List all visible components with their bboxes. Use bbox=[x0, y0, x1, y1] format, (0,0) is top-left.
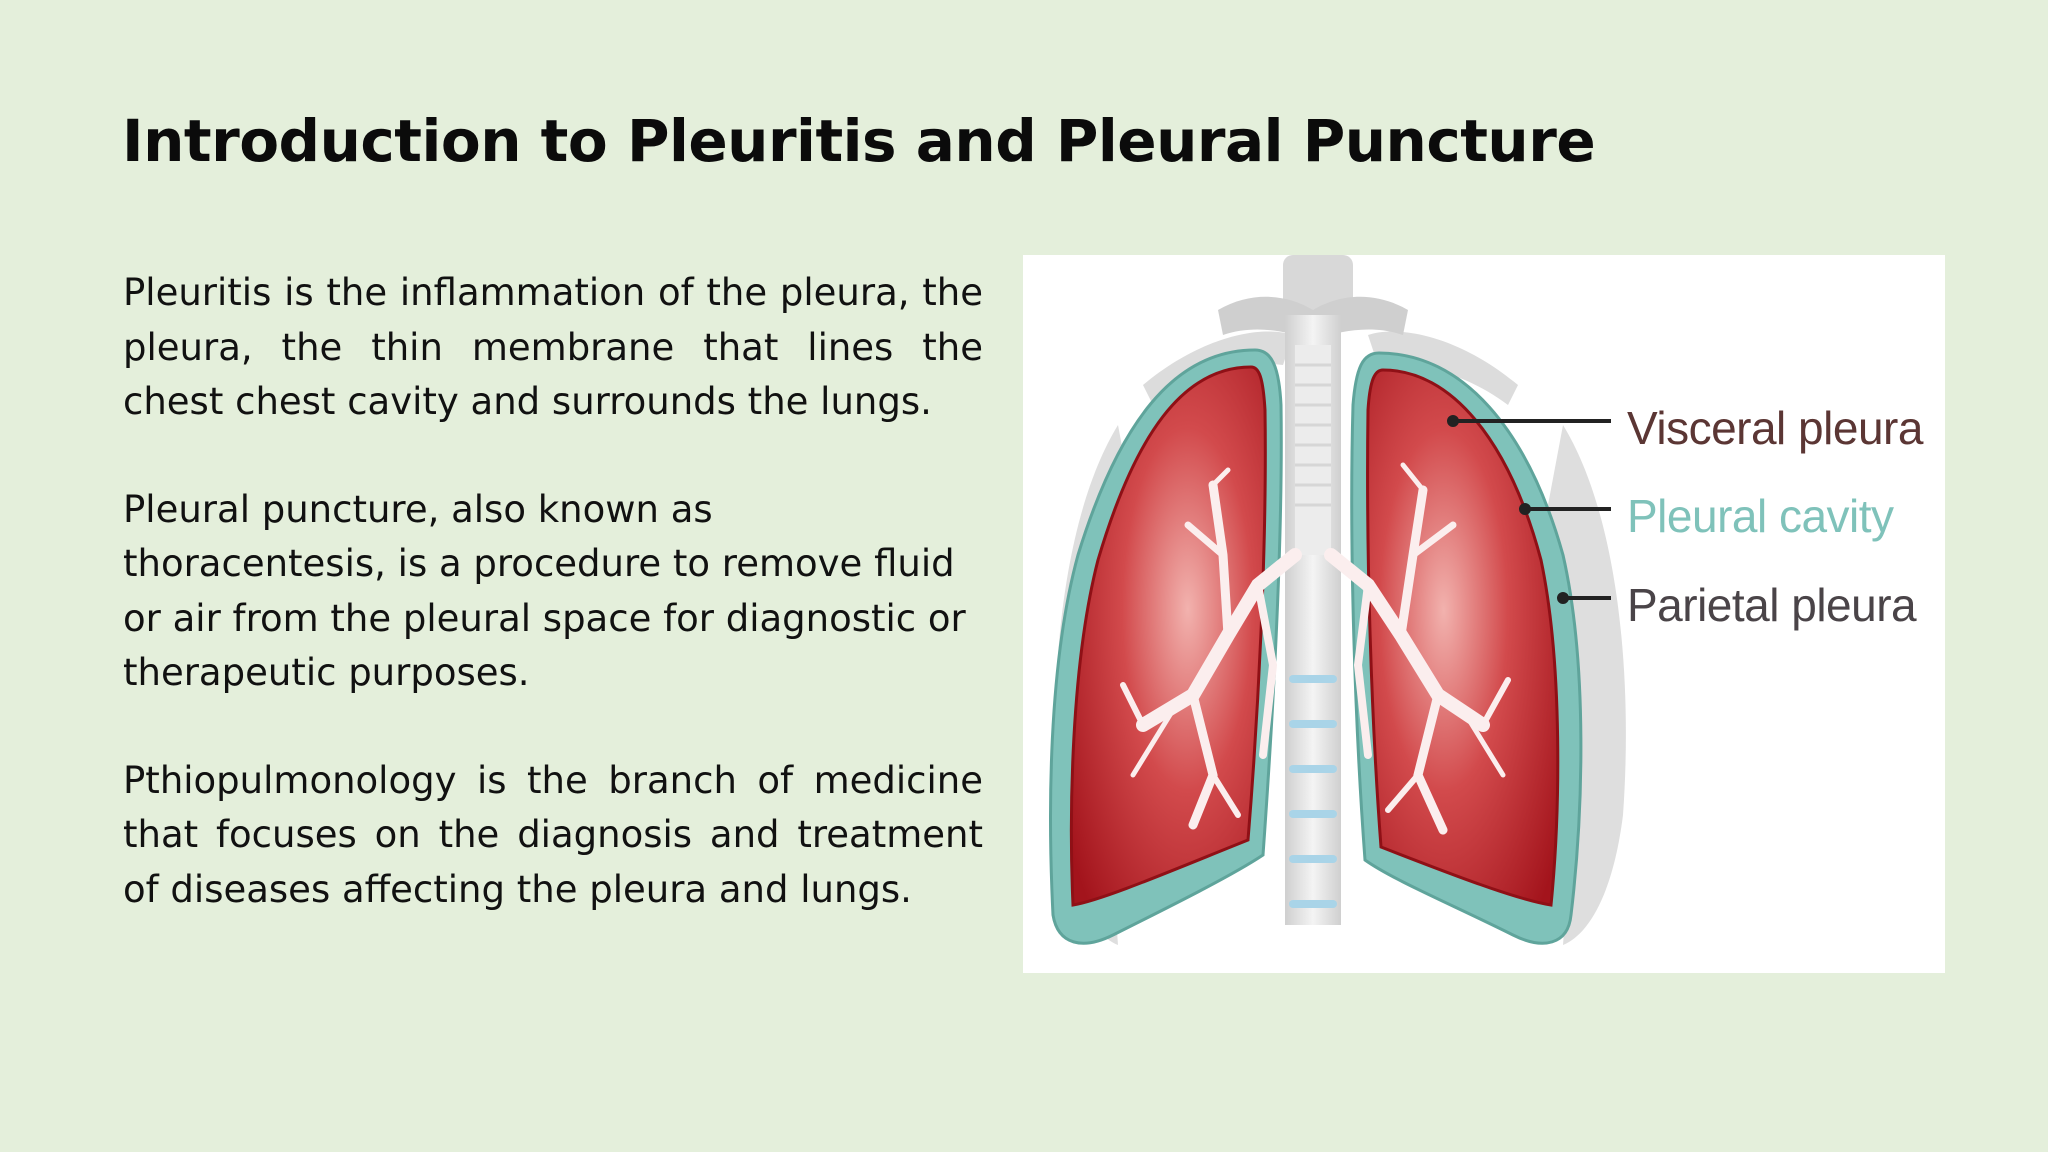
paragraph-pthiopulmonology: Pthiopulmonology is the branch of medici… bbox=[123, 758, 983, 911]
lungs-pleura-figure: Visceral pleura Pleural cavity Parietal … bbox=[1023, 255, 1945, 973]
label-pleural-cavity: Pleural cavity bbox=[1627, 490, 1894, 542]
body-text: Pleuritis is the inflammation of the ple… bbox=[123, 266, 983, 970]
lungs-pleura-illustration-icon bbox=[1049, 255, 1626, 945]
paragraph-pleural-puncture: Pleural puncture, also known as thoracen… bbox=[123, 487, 966, 695]
page-title: Introduction to Pleuritis and Pleural Pu… bbox=[122, 107, 1596, 175]
paragraph-pleuritis: Pleuritis is the inflammation of the ple… bbox=[123, 271, 983, 423]
label-visceral-pleura: Visceral pleura bbox=[1627, 402, 1923, 454]
label-parietal-pleura: Parietal pleura bbox=[1627, 579, 1917, 631]
